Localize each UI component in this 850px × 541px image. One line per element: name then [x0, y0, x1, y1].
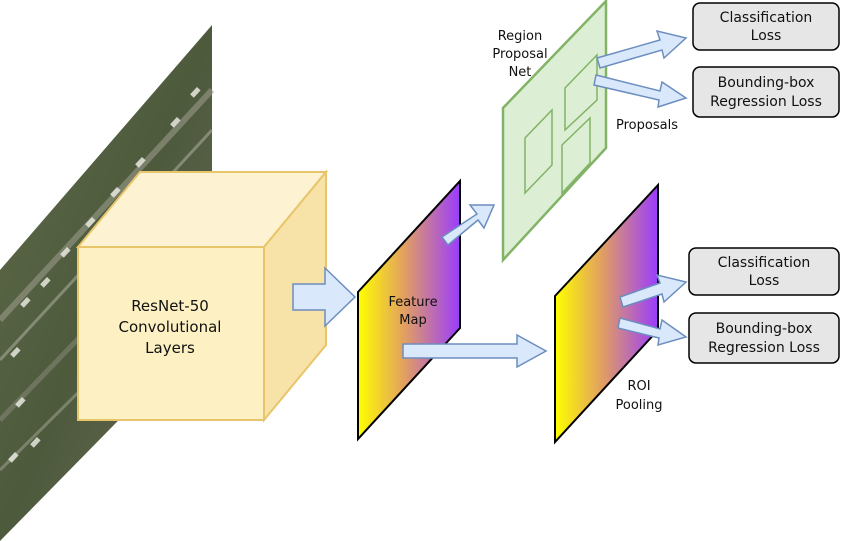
rpn-bbox-loss-box	[692, 66, 840, 118]
feature-map-label-line1: Feature	[388, 295, 437, 310]
rpn-classification-loss-line1: Classification	[720, 10, 813, 26]
rpn-classification-loss-box	[692, 2, 840, 51]
head-classification-loss-box	[688, 247, 840, 296]
rpn-panel	[501, 0, 608, 264]
head-classification-loss-line1: Classification	[718, 255, 811, 271]
arrow-roi-to-classification-loss	[619, 273, 688, 308]
feature-map-panel	[357, 178, 461, 442]
proposal-box	[564, 53, 598, 132]
rpn-label-line2: Proposal	[492, 47, 547, 62]
arrow-feature-map-to-rpn	[440, 204, 496, 247]
backbone-label-line1: ResNet-50	[131, 297, 209, 315]
proposals-label: Proposals	[616, 118, 678, 133]
proposal-box	[561, 116, 591, 195]
head-bbox-loss-line2: Regression Loss	[708, 340, 820, 356]
head-classification-loss-line2: Loss	[749, 273, 780, 289]
roi-pooling-label-line1: ROI	[627, 379, 650, 394]
rpn-label-line1: Region	[498, 29, 543, 44]
head-bbox-loss-line1: Bounding-box	[716, 321, 813, 337]
arrow-backbone-to-feature-map	[292, 266, 357, 328]
feature-map-label-line2: Map	[399, 313, 426, 328]
backbone-label-line2: Convolutional	[119, 318, 222, 336]
rpn-bbox-loss-line1: Bounding-box	[718, 75, 815, 91]
head-bbox-loss-box	[688, 312, 840, 364]
rpn-label-line3: Net	[509, 65, 532, 80]
resnet-backbone-cube	[75, 169, 329, 423]
arrow-feature-map-to-roi	[402, 333, 548, 369]
arrow-rpn-to-bbox-loss	[593, 74, 688, 109]
backbone-label-line3: Layers	[145, 339, 195, 357]
rpn-classification-loss-line2: Loss	[751, 28, 782, 44]
roi-pooling-label-line2: Pooling	[616, 398, 663, 413]
arrow-roi-to-bbox-loss	[617, 317, 688, 347]
rpn-bbox-loss-line2: Regression Loss	[710, 94, 822, 110]
arrow-rpn-to-classification-loss	[596, 29, 688, 69]
proposal-box	[524, 108, 553, 195]
